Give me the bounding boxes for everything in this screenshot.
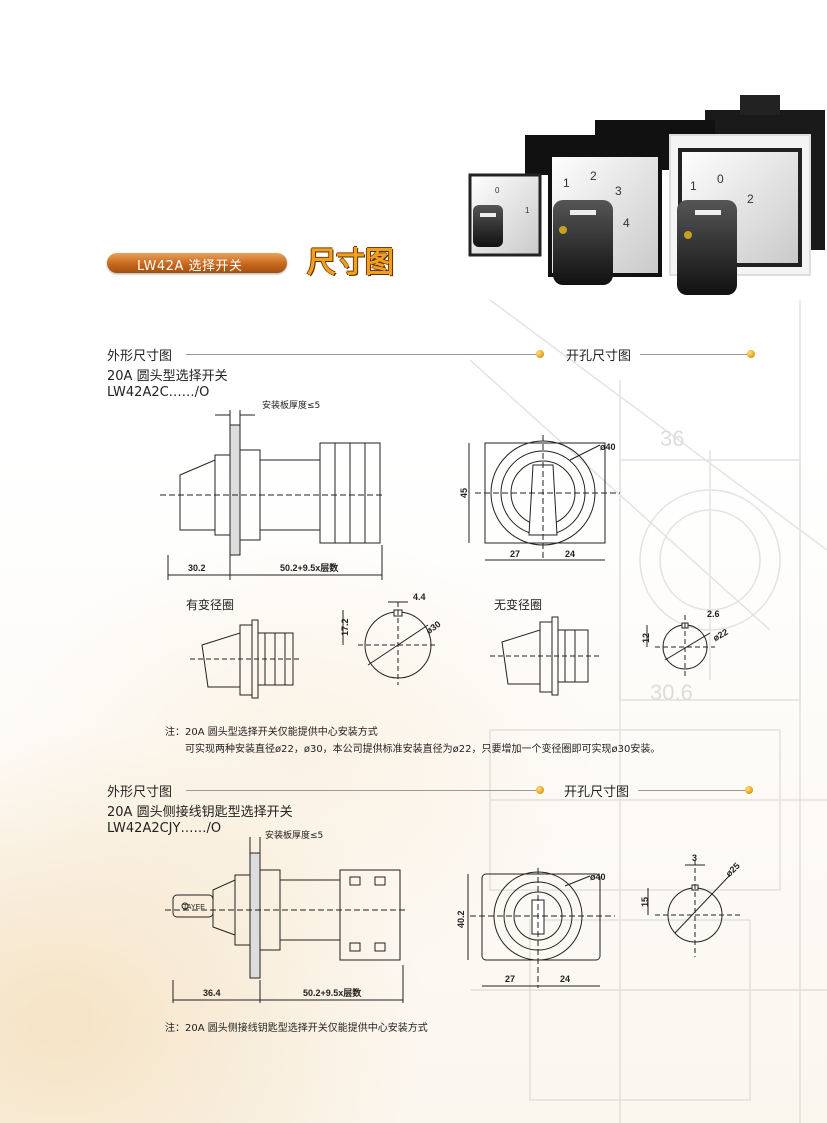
section2-cut-height: 15 [640,897,650,907]
section1-dim-diameter: ø40 [600,442,616,452]
section1-cutout-rule [640,354,747,355]
section2-cutout-rule [638,790,745,791]
section2-dim-width-left: 27 [505,974,515,984]
watermark-dim-36: 36 [660,426,684,451]
section1-dim-height: 45 [459,488,469,498]
watermark-dim-30-6: 30.6 [650,680,693,705]
section1-dim-width-right: 24 [565,549,575,559]
page-title: 尺寸图 [307,245,395,279]
section2-bullet-right [745,786,753,794]
section2-dim-diameter: ø40 [590,872,606,882]
section1-note-line1: 注：20A 圆头型选择开关仅能提供中心安装方式 [165,727,378,738]
section2-cut-diameter: ø25 [724,861,742,879]
section2-key-text: TAYEE [183,904,205,911]
with-ring-key-width: 4.4 [413,592,426,602]
photo-left-dial-0: 0 [495,186,500,195]
section2-description: 20A 圆头侧接线钥匙型选择开关 [107,805,293,820]
series-badge [107,253,287,273]
section1-bullet-left [536,350,544,358]
without-ring-key-height: 12 [641,633,651,643]
without-ring-cutout-drawing: 2.6 12 ø22 [641,609,730,677]
section1-note-line2: 可实现两种安装直径ø22，ø30，本公司提供标准安装直径为ø22，只要增加一个变… [185,744,661,755]
section2-model: LW42A2CJY……/O [107,821,222,836]
section2-cut-key-width: 3 [692,853,697,863]
photo-left-dial-1: 1 [525,206,530,215]
with-ring-key-height: 17.2 [340,618,350,636]
photo-mid-dial-2: 2 [590,169,597,183]
section2-outline-heading: 外形尺寸图 [107,785,173,800]
section1-cutout-heading: 开孔尺寸图 [566,349,632,364]
photo-mid-dial-4: 4 [623,216,630,230]
photo-right-dial-0: 0 [717,172,724,186]
section2-note: 注：20A 圆头侧接线钥匙型选择开关仅能提供中心安装方式 [165,1023,428,1034]
section1-description: 20A 圆头型选择开关 [107,369,228,384]
section1-bullet-right [747,350,755,358]
section1-dim-width-left: 27 [510,549,520,559]
without-ring-label: 无变径圈 [494,598,543,612]
section1-heading-rule [186,354,536,355]
without-ring-diameter: ø22 [711,627,729,643]
section2-dim-height: 40.2 [456,910,466,928]
with-ring-label: 有变径圈 [186,598,235,612]
photo-right-dial-1: 1 [690,179,697,193]
section1-model: LW42A2C……/O [107,385,210,400]
section2-bullet-left [536,786,544,794]
section2-dim-body: 50.2+9.5x层数 [303,987,362,998]
section1-side-view-drawing: 30.2 50.2+9.5x层数 [160,410,385,580]
section1-dim-left: 30.2 [188,563,206,573]
section1-dim-body: 50.2+9.5x层数 [280,562,339,573]
section2-side-view-drawing: TAYEE 36.4 50.2+9.5x层数 [165,837,407,1003]
product-photo: 0 1 1 2 3 4 0 1 0 2 [468,95,825,295]
section2-front-view-drawing: 40.2 ø40 27 24 [456,868,615,988]
photo-right-dial-2: 2 [747,192,754,206]
section1-outline-heading: 外形尺寸图 [107,349,173,364]
section2-dim-left: 36.4 [203,988,221,998]
without-ring-side-drawing [490,616,600,696]
photo-mid-dial-3: 3 [615,184,622,198]
section2-heading-rule [186,790,536,791]
section1-front-view-drawing: 45 ø40 27 24 [459,435,620,561]
with-ring-cutout-drawing: 4.4 17.2 ø30 [340,592,443,685]
section2-panel-thickness: 安装板厚度≤5 [265,831,324,841]
with-ring-diameter: ø30 [424,619,442,636]
series-badge-label: LW42A 选择开关 [137,259,243,274]
section2-cutout-heading: 开孔尺寸图 [564,785,630,800]
section2-cutout-drawing: 3 15 ø25 [640,853,742,957]
section1-panel-thickness: 安装板厚度≤5 [262,401,321,411]
with-ring-side-drawing [190,619,302,699]
without-ring-key-width: 2.6 [707,609,720,619]
photo-mid-dial-1: 1 [563,176,570,190]
section2-dim-width-right: 24 [560,974,570,984]
background-watermark-drawing: 36 30.6 [470,300,827,1123]
